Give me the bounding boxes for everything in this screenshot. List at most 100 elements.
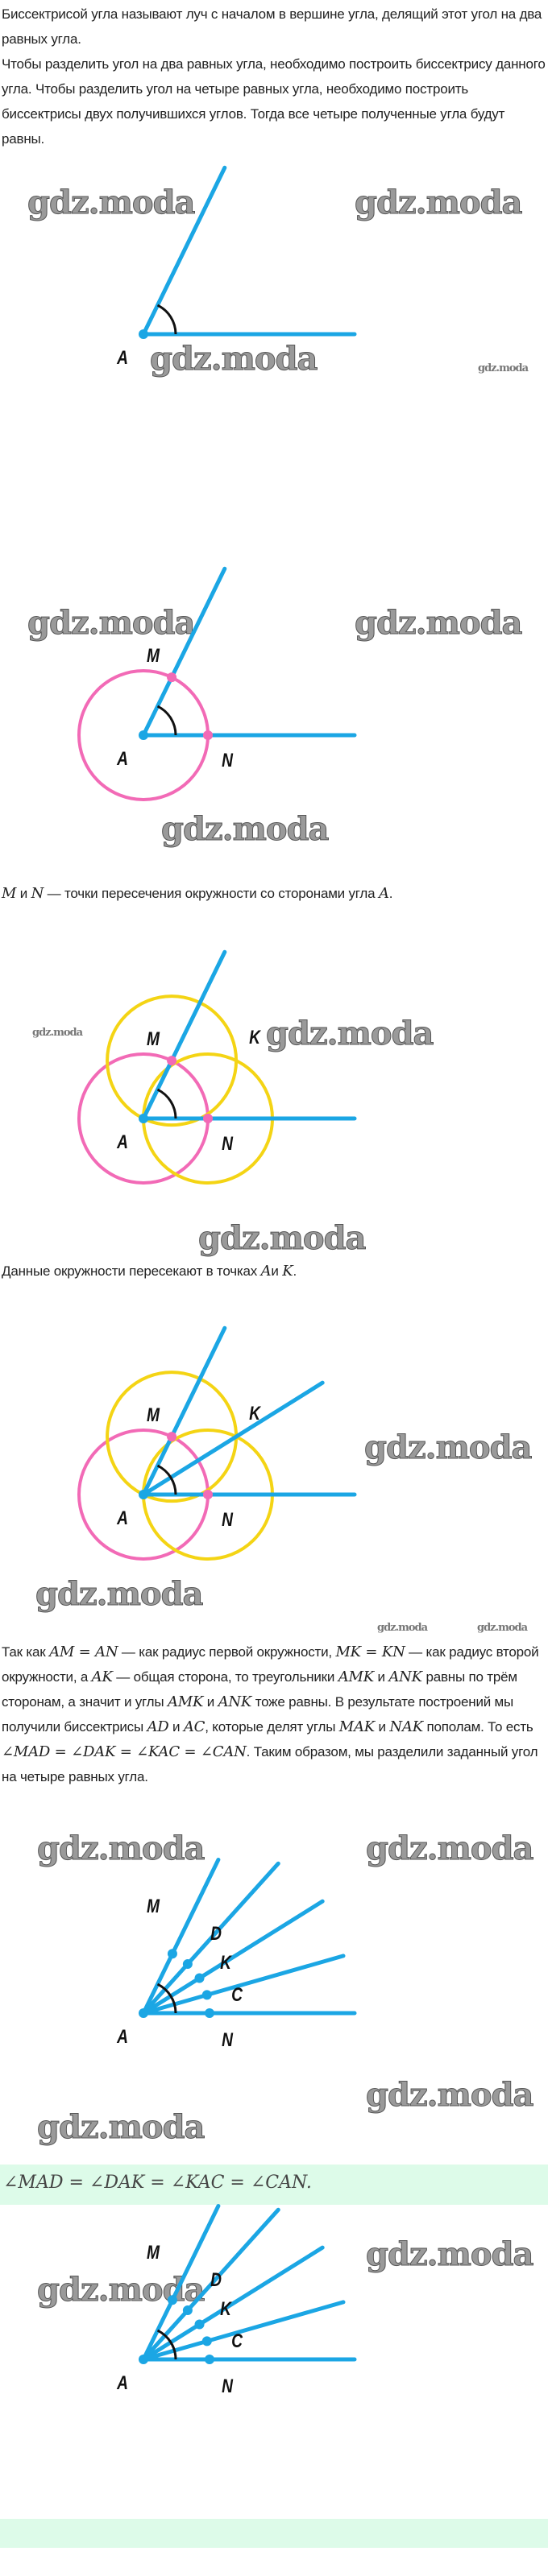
ray-ak-bisector xyxy=(141,1899,325,2016)
ray-ac-bisector xyxy=(141,1954,346,2016)
point-k-dot xyxy=(194,1973,205,1983)
math-expression: AC xyxy=(183,1718,206,1735)
point-label-d: D xyxy=(210,2269,222,2291)
point-label-m: M xyxy=(147,1404,160,1426)
watermark-logo: gdz.moda xyxy=(36,1830,205,1867)
watermark-logo: gdz.moda xyxy=(365,2235,533,2273)
point-d-dot xyxy=(182,1959,193,1970)
point-n-dot xyxy=(205,2008,214,2018)
ray-am xyxy=(141,165,227,337)
watermark-logo: gdz.moda xyxy=(27,604,195,642)
text-run: и xyxy=(16,886,31,901)
point-m-dot xyxy=(167,1432,177,1442)
watermark-logo: gdz.moda xyxy=(197,1219,366,1257)
ray-ak-bisector xyxy=(141,2245,325,2362)
text-run: В результате построений мы получили бисс… xyxy=(2,1694,514,1735)
point-label-k: K xyxy=(249,1403,260,1424)
math-expression: NAK xyxy=(389,1718,423,1735)
text-run: Чтобы разделить угол на два равных угла,… xyxy=(2,56,546,147)
text-run: и xyxy=(271,1263,283,1279)
watermark-logo: gdz.moda xyxy=(354,184,522,221)
point-d-dot xyxy=(182,2305,193,2316)
text-run: и xyxy=(203,1694,218,1710)
point-label-a: A xyxy=(117,748,128,770)
point-n-dot xyxy=(205,2355,214,2364)
point-label-m: M xyxy=(147,1028,160,1050)
math-expression: ANK xyxy=(218,1693,252,1710)
point-a-dot xyxy=(139,329,148,339)
watermark-logo: gdz.moda xyxy=(265,1015,434,1052)
text-run: тоже равны. xyxy=(251,1694,335,1710)
text-run: , которые делят углы xyxy=(205,1719,339,1735)
angle-arc xyxy=(156,1983,177,2014)
watermark-logo: gdz.moda xyxy=(354,604,522,642)
ray-ad-bisector xyxy=(141,2207,280,2362)
point-c-dot xyxy=(201,2336,212,2347)
intro-method: Чтобы разделить угол на два равных угла,… xyxy=(2,52,546,151)
point-m-dot xyxy=(167,1949,177,1959)
intro-definition: Биссектрисой угла называют луч с началом… xyxy=(2,2,546,52)
ray-am xyxy=(141,1857,221,2016)
answer-formula: ∠MAD = ∠DAK = ∠KAC = ∠CAN. xyxy=(3,2173,312,2193)
ray-am xyxy=(141,1325,227,1497)
math-expression: N xyxy=(31,885,44,902)
ray-am xyxy=(141,2203,221,2362)
point-label-c: C xyxy=(231,1984,243,2006)
watermark-logo: gdz.moda xyxy=(36,2108,205,2146)
math-expression: AMK xyxy=(167,1693,204,1710)
text-run: — точки пересечения окружности со сторон… xyxy=(44,886,379,901)
watermark-logo: gdz.moda xyxy=(32,1027,83,1039)
point-label-d: D xyxy=(210,1923,222,1945)
angle-arc xyxy=(156,1088,177,1119)
text-run: и xyxy=(168,1719,184,1735)
point-a-dot xyxy=(139,1490,148,1499)
math-expression: AM = AN xyxy=(49,1644,118,1660)
point-m-dot xyxy=(167,2295,177,2305)
point-n-dot xyxy=(203,1490,213,1499)
text-run: — как радиус второй окружности, а xyxy=(2,1644,539,1685)
point-a-dot xyxy=(139,730,148,740)
ray-am xyxy=(141,949,227,1121)
text-run: — как радиус первой окружности, xyxy=(118,1644,336,1660)
ray-am xyxy=(141,566,227,738)
proof-text: Так как AM = AN — как радиус первой окру… xyxy=(2,1639,546,1789)
math-expression: MAK xyxy=(338,1718,376,1735)
text-run: — общая сторона, то треугольники xyxy=(112,1669,338,1685)
math-expression: AK xyxy=(91,1668,113,1685)
point-k-dot xyxy=(194,2319,205,2330)
point-n-dot xyxy=(203,1114,213,1123)
watermark-logo: gdz.moda xyxy=(377,1622,428,1634)
caption-a-k: Данные окружности пересекают в точках Aи… xyxy=(2,1259,546,1284)
point-label-a: A xyxy=(117,2372,128,2394)
watermark-logo: gdz.moda xyxy=(35,1575,203,1613)
point-label-n: N xyxy=(222,750,233,771)
math-expression: M xyxy=(2,885,17,902)
point-m-dot xyxy=(167,1056,177,1066)
point-label-m: M xyxy=(147,2242,160,2264)
watermark-logo: gdz.moda xyxy=(365,2076,533,2114)
angle-arc xyxy=(156,2329,177,2360)
point-label-m: M xyxy=(147,645,160,667)
point-c-dot xyxy=(201,1990,212,2000)
text-run: . xyxy=(293,1263,297,1279)
math-expression: A xyxy=(260,1263,272,1280)
point-label-n: N xyxy=(222,1133,233,1155)
text-run: . Таким образом, мы разделили заданный у… xyxy=(2,1744,538,1784)
point-label-c: C xyxy=(231,2330,243,2352)
empty-highlight xyxy=(0,2519,548,2548)
answer-highlight: ∠MAD = ∠DAK = ∠KAC = ∠CAN. xyxy=(0,2165,548,2205)
ray-ak-bisector xyxy=(141,1380,325,1497)
point-label-a: A xyxy=(117,347,128,369)
math-expression: K xyxy=(282,1263,293,1280)
point-label-k: K xyxy=(249,1027,260,1048)
point-a-dot xyxy=(139,2355,148,2364)
point-label-n: N xyxy=(222,1509,233,1531)
point-label-n: N xyxy=(222,2029,233,2051)
angle-arc xyxy=(156,304,177,335)
caption-m-n: M и N — точки пересечения окружности со … xyxy=(2,881,546,906)
point-label-k: K xyxy=(220,1952,231,1974)
